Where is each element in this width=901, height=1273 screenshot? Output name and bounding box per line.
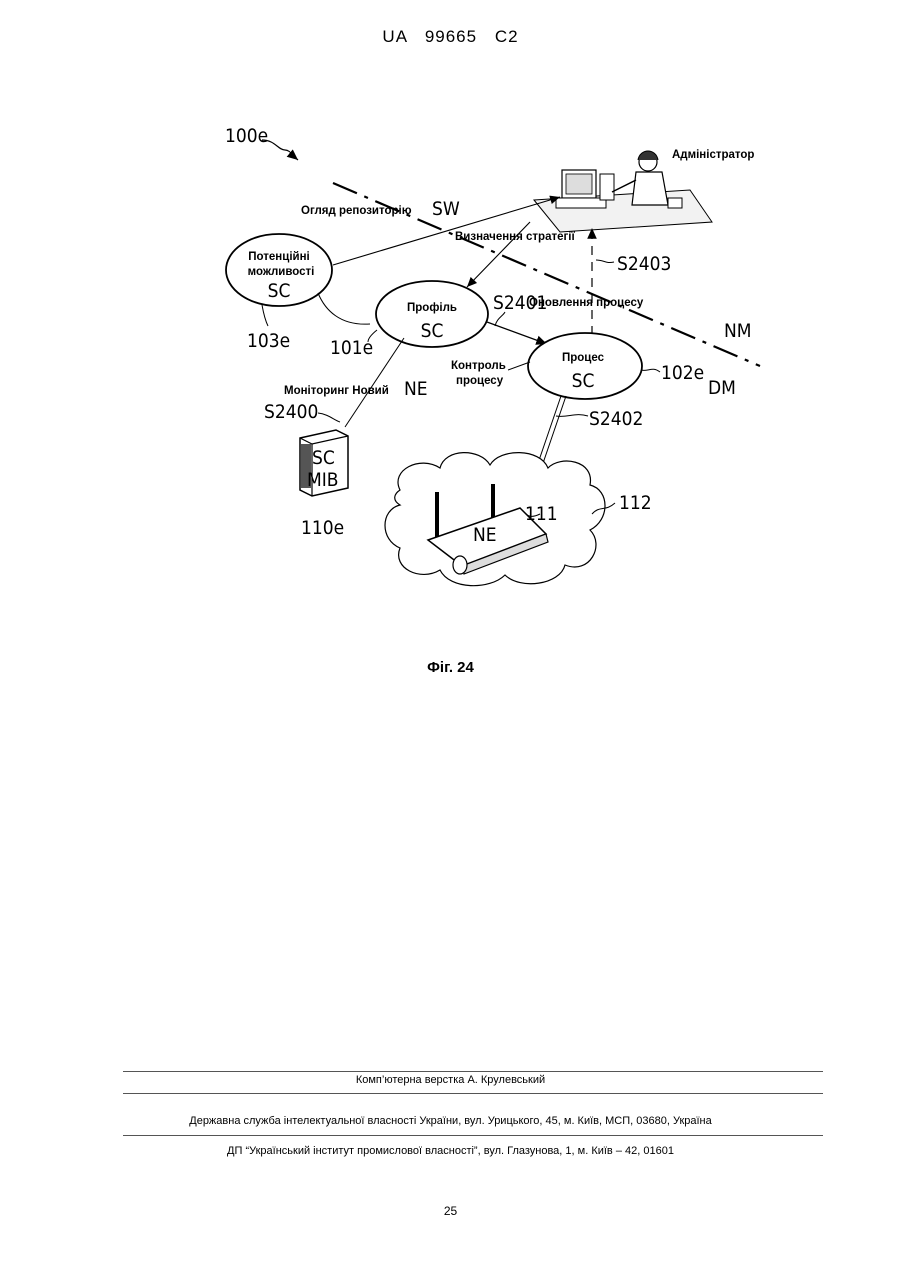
mib-sc: SC (312, 447, 335, 469)
footer-institute: ДП “Український інститут промислової вла… (0, 1145, 901, 1157)
page-number: 25 (0, 1204, 901, 1218)
sw-label: SW (432, 198, 460, 220)
process-sc: SC (572, 370, 595, 392)
footer-layout-credit: Комп’ютерна верстка А. Крулевський (0, 1074, 901, 1086)
ref-112: 112 (619, 492, 652, 514)
ref-101e: 101e (330, 337, 373, 359)
strategy-label: Визначення стратегії (455, 231, 575, 243)
s2403-label: S2403 (617, 253, 671, 275)
dm-label: DM (708, 377, 736, 399)
control-line2: процесу (456, 375, 504, 387)
ref-103e: 103e (247, 330, 290, 352)
s2402-label: S2402 (589, 408, 643, 430)
capabilities-line1: Потенційні (248, 251, 309, 263)
process-label: Процес (562, 352, 605, 364)
monitoring-label: Моніторинг Новий (284, 385, 389, 397)
network-diagram: 100e Адміністратор Огляд репозиторію SW … (0, 0, 901, 640)
s2400-label: S2400 (264, 401, 318, 423)
ne-label: NE (473, 524, 497, 546)
footer-divider-middle (123, 1093, 823, 1094)
footer-divider-top (123, 1071, 823, 1072)
profile-sc: SC (421, 320, 444, 342)
profile-label: Профіль (407, 302, 457, 314)
mib-mib: MIB (307, 469, 339, 491)
footer-divider-bottom (123, 1135, 823, 1136)
repo-review-label: Огляд репозиторію (301, 205, 412, 217)
capabilities-sc: SC (268, 280, 291, 302)
ref-110e: 110e (301, 517, 344, 539)
ref-100e: 100e (225, 125, 268, 147)
figure-caption: Фіг. 24 (0, 659, 901, 676)
control-line1: Контроль (451, 360, 506, 372)
footer-agency: Державна служба інтелектуальної власност… (0, 1115, 901, 1127)
admin-label: Адміністратор (672, 149, 754, 161)
s2401-label: S2401 (493, 292, 547, 314)
monitoring-ne: NE (404, 378, 428, 400)
capabilities-line2: можливості (248, 266, 315, 278)
ref-102e: 102e (661, 362, 704, 384)
ref-111: 111 (525, 503, 558, 525)
nm-label: NM (724, 320, 752, 342)
administrator-icon (534, 151, 712, 232)
